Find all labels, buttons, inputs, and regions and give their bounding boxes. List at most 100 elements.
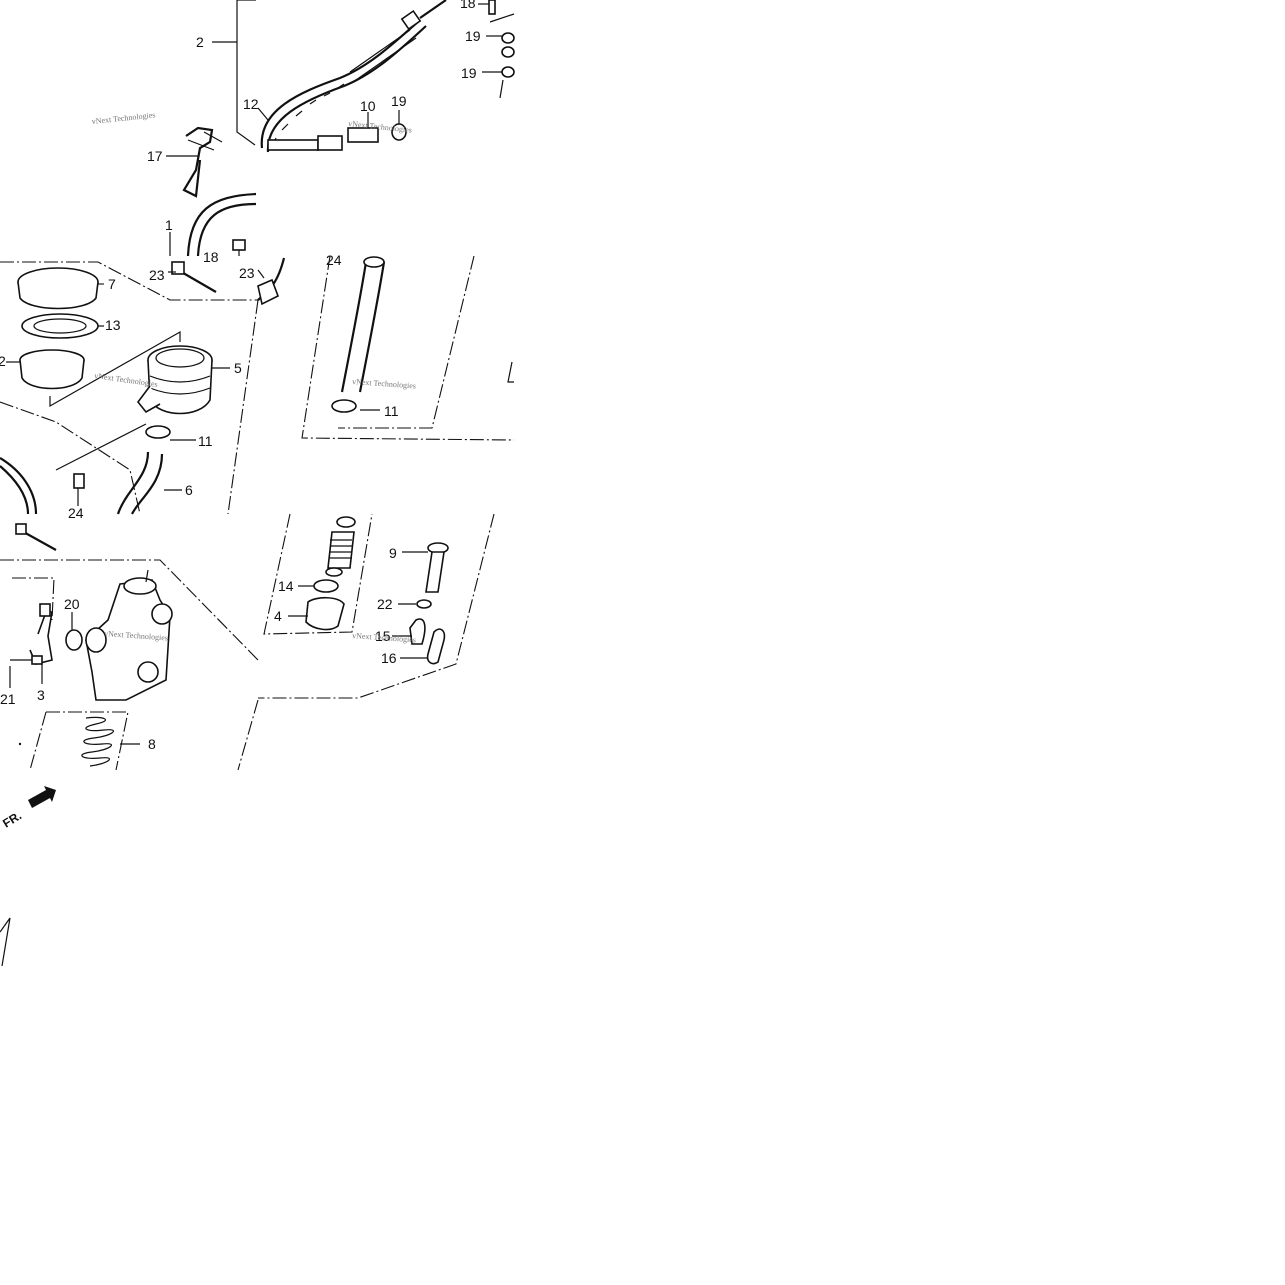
hose-end [419, 0, 447, 19]
section-border-left [0, 401, 141, 515]
part-19-washer-lower [501, 66, 515, 78]
watermark-text: vNext Technologies [104, 629, 168, 642]
piston-cup-top [336, 516, 356, 528]
callout-7: 7 [108, 276, 116, 292]
section-border-right-hose [301, 255, 515, 441]
callout-13: 13 [105, 317, 121, 333]
callout-18: 18 [460, 0, 476, 11]
callout-6: 6 [185, 482, 193, 498]
part-11-clamp-right [331, 399, 357, 413]
master-cylinder-side [85, 627, 107, 653]
section-border-top [0, 261, 258, 301]
part-5-reservoir-ribs [149, 375, 211, 395]
callout-19: 19 [461, 65, 477, 81]
bolt-24-axis [55, 423, 147, 471]
watermark-layer: vNext Technologies vNext Technologies vN… [91, 110, 416, 644]
callout-10: 10 [360, 98, 376, 114]
part-1-hose [186, 192, 257, 257]
callout-19: 19 [465, 28, 481, 44]
leader-cylinder [145, 569, 149, 583]
callout-1: 1 [165, 217, 173, 233]
diaphragm-bracket [49, 330, 181, 408]
section-border-mc-top [0, 559, 259, 661]
part-15-clevis [409, 618, 426, 645]
section-border-right-hose-inner [338, 255, 475, 429]
hose-left [0, 457, 38, 515]
part-16-joint [426, 628, 446, 665]
watermark-text: vNext Technologies [352, 631, 416, 644]
callout-18: 18 [203, 249, 219, 265]
callout-22: 22 [377, 596, 393, 612]
master-cylinder-boss [151, 603, 173, 625]
callout-24: 24 [68, 505, 84, 521]
part-24-bolt [73, 473, 85, 489]
tile-piston-kit [237, 513, 495, 771]
arrow-line [499, 79, 504, 99]
part-7-cap-side [17, 281, 99, 310]
master-cylinder-boss-lower [137, 661, 159, 683]
piston-cup [325, 567, 343, 577]
part-19-washer-mid [501, 46, 515, 58]
part-13-plate-inner [33, 318, 87, 334]
edge-mark [507, 361, 514, 383]
master-cylinder-port [123, 577, 157, 595]
callout-5: 5 [234, 360, 242, 376]
part-4-boot [305, 596, 345, 631]
part-6-hose-outline [131, 453, 164, 515]
callout-11: 11 [198, 433, 213, 449]
tile-master-cylinder [0, 523, 259, 967]
hose-fitting-bottom [267, 139, 319, 151]
part-18-bolt [488, 0, 496, 15]
front-direction-label: FR. [0, 808, 24, 830]
callout-16: 16 [381, 650, 397, 666]
part-17-clip-arm [187, 131, 223, 151]
part-6-hose [116, 451, 150, 515]
part-22-nut [416, 599, 432, 609]
tile-reservoir [0, 261, 259, 515]
part-23-bolt-head [171, 261, 185, 275]
tile-hose-assembly [166, 0, 515, 257]
callout-19: 19 [391, 93, 407, 109]
watermark-text: vNext Technologies [91, 110, 156, 126]
part-3-joint-tip [39, 603, 51, 617]
part-8-spring [81, 716, 115, 767]
brake-hose [260, 19, 421, 149]
part-1-hose-outline [196, 202, 257, 257]
leader-line-2 [236, 0, 256, 146]
section-border-bottom [237, 699, 259, 771]
section-border-mc-left [12, 577, 55, 621]
callout-23: 23 [239, 265, 255, 281]
callout-14: 14 [278, 578, 294, 594]
callout-12: 12 [243, 96, 259, 112]
hose-joint [317, 135, 343, 151]
piston-body [327, 531, 355, 569]
callout-21: 21 [0, 691, 16, 707]
part-20-o-ring [65, 629, 83, 651]
tile-right-hose [257, 255, 515, 441]
callout-9: 9 [389, 545, 397, 561]
piston-grooves [330, 539, 352, 559]
callout-3: 3 [37, 687, 45, 703]
part-14-circlip [313, 579, 339, 593]
edge-fragment [0, 917, 11, 967]
part-18-bolt-lower [232, 239, 246, 251]
part-17-clip [182, 126, 214, 198]
part-9-pushrod [425, 551, 445, 593]
callout-2: 2 [196, 34, 204, 50]
part-hose-right [340, 261, 368, 393]
part-5-reservoir-inner [155, 348, 205, 368]
bracket-line [489, 13, 515, 23]
callout-11: 11 [384, 403, 399, 419]
section-border-spring [46, 711, 129, 771]
callout-labels: 2 18 19 19 12 10 19 17 1 18 23 23 24 7 1… [0, 0, 481, 752]
hose-sleeve [349, 29, 417, 81]
section-border-piston-outer [258, 513, 495, 699]
part-12-diaphragm-body [19, 359, 85, 390]
part-10-fitting [347, 127, 379, 143]
hose-fitting-top [400, 9, 422, 31]
section-border-piston [263, 513, 373, 635]
front-arrow-icon [28, 786, 56, 808]
callout-24: 24 [326, 252, 342, 268]
callout-20: 20 [64, 596, 80, 612]
